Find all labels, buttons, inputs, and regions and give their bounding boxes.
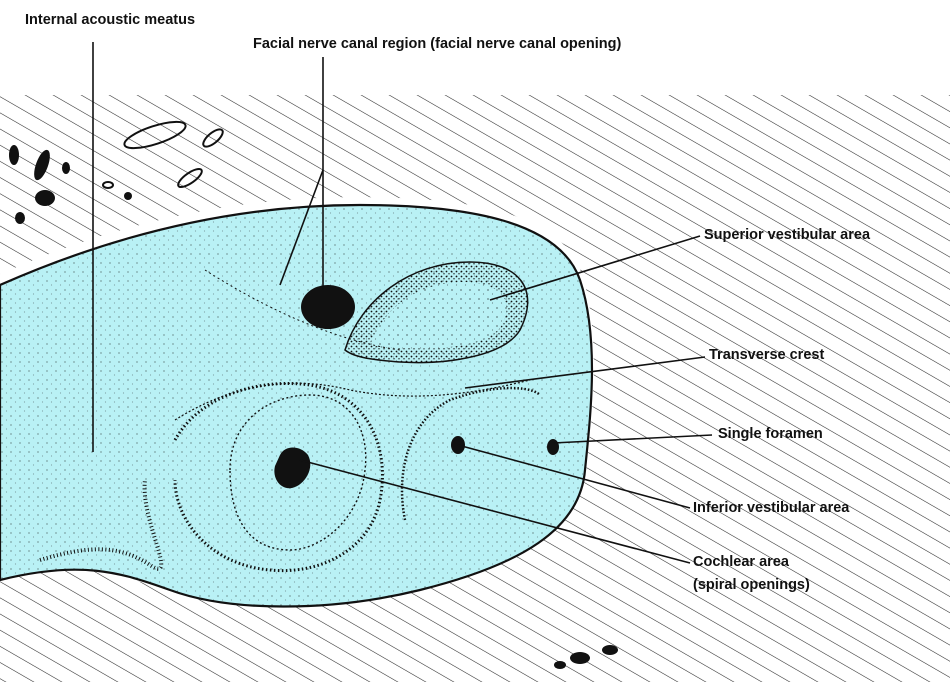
label-cochlear-area-subtitle: (spiral openings): [693, 577, 810, 593]
cochlear-spiral: [173, 381, 384, 573]
label-facial-nerve-canal: Facial nerve canal region (facial nerve …: [253, 36, 622, 52]
single-foramen-opening: [547, 439, 559, 455]
leader-inferior-vestibular-area: [457, 444, 691, 509]
leader-superior-vestibular-area: [489, 235, 701, 301]
leader-single-foramen: [552, 434, 713, 444]
label-cochlear-area: Cochlear area: [693, 554, 789, 570]
label-single-foramen: Single foramen: [718, 426, 823, 442]
label-transverse-crest: Transverse crest: [709, 347, 825, 363]
label-superior-vestibular-area: Superior vestibular area: [704, 227, 871, 243]
leader-cochlear-area: [299, 459, 691, 564]
label-internal-acoustic-meatus: Internal acoustic meatus: [25, 12, 196, 28]
label-inferior-vestibular-area: Inferior vestibular area: [693, 500, 850, 516]
superior-vestibular-depression: [344, 261, 529, 364]
leader-facial-nerve-canal-branch: [279, 169, 324, 286]
leader-lines: [92, 42, 713, 564]
facial-nerve-canal-opening: [301, 285, 355, 329]
leader-transverse-crest: [464, 356, 706, 389]
inferior-vestibular-outline: [400, 386, 541, 521]
